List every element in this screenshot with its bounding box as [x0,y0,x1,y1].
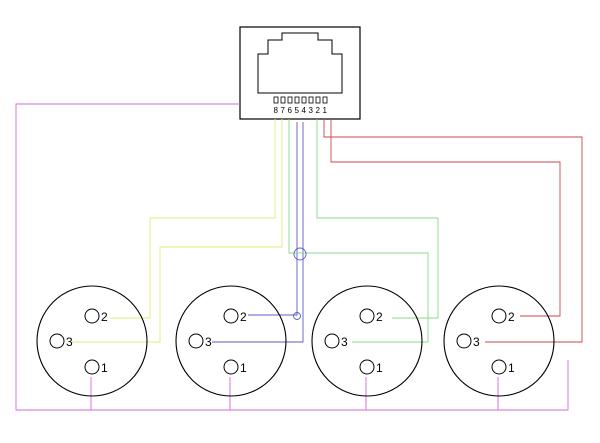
xlr-connectors: 2 3 1 2 3 1 2 3 1 2 3 [36,285,555,397]
xlr-shell [311,285,423,397]
xlr-pin-label-3: 3 [205,335,212,349]
wire-blue-b [212,122,304,343]
xlr-pin-1 [359,359,375,375]
rj45-housing [239,26,361,120]
wire-red-b [330,119,561,317]
xlr-pin-label-1: 1 [376,361,383,375]
rj45-pin-number: 2 [316,106,321,115]
xlr-pin-1 [84,359,100,375]
xlr-pin-label-1: 1 [101,361,108,375]
junction-marker [293,312,301,320]
xlr-pin-label-1: 1 [240,361,247,375]
rj45-port-outline [257,32,343,94]
xlr-pin-label-2: 2 [376,310,383,324]
xlr-pin-3 [456,333,472,349]
wire-red-a [323,119,583,343]
wire-yellow-a [110,119,276,319]
wire-green-b [288,119,429,343]
xlr-connector: 2 3 1 [36,285,148,397]
xlr-connector: 2 3 1 [443,285,555,397]
rj45-pin-number: 4 [302,106,307,115]
xlr-pin-3 [324,333,340,349]
xlr-pin-label-3: 3 [473,335,480,349]
xlr-pin-label-2: 2 [101,310,108,324]
xlr-shell [443,285,555,397]
crossover-marker [293,247,307,261]
rj45-pin-number: 8 [274,106,279,115]
xlr-pin-label-2: 2 [508,310,515,324]
xlr-pin-1 [491,359,507,375]
xlr-pin-label-3: 3 [66,335,73,349]
rj45-pin-number: 1 [323,106,328,115]
xlr-pin-label-2: 2 [240,310,247,324]
rj45-contacts [273,96,328,104]
rj45-pin-number: 6 [288,106,293,115]
wire-yellow-b [72,119,283,343]
wires [15,103,583,411]
rj45-pin-numbers: 8 7 6 5 4 3 2 1 [274,106,328,115]
xlr-pin-2 [491,308,507,324]
xlr-pin-1 [223,359,239,375]
xlr-shell [36,285,148,397]
rj45-jack: 8 7 6 5 4 3 2 1 [239,26,361,120]
xlr-pin-label-1: 1 [508,361,515,375]
xlr-pin-label-3: 3 [341,335,348,349]
xlr-pin-2 [223,308,239,324]
xlr-connector: 2 3 1 [311,285,423,397]
wire-pink-ground [15,103,569,411]
xlr-pin-2 [359,308,375,324]
wire-blue-a [248,122,298,316]
xlr-connector: 2 3 1 [175,285,287,397]
rj45-pin-number: 3 [309,106,314,115]
rj45-pin-number: 5 [295,106,300,115]
xlr-pin-3 [49,333,65,349]
xlr-pin-2 [84,308,100,324]
xlr-pin-3 [188,333,204,349]
xlr-shell [175,285,287,397]
wire-green-a [316,119,439,319]
rj45-pin-number: 7 [281,106,286,115]
